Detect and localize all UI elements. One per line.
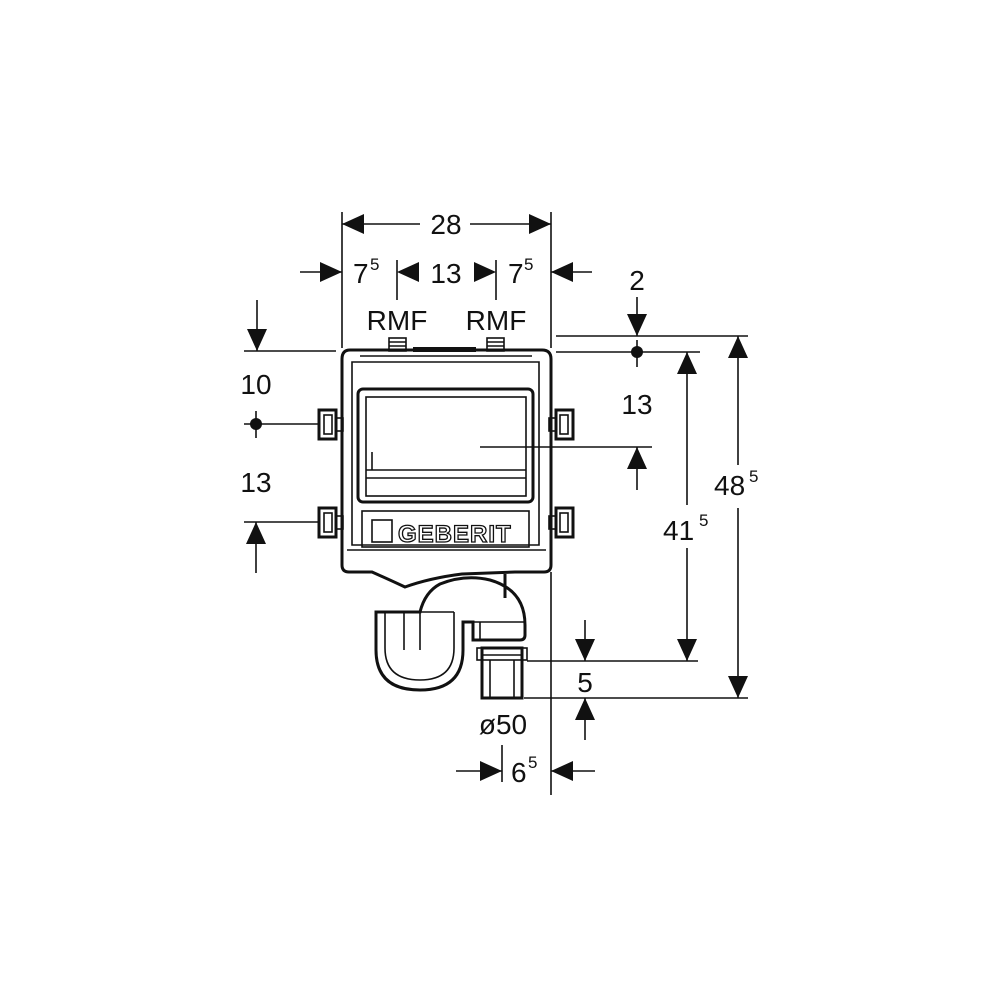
label-top-offset: 2 bbox=[629, 265, 645, 296]
fixing-bracket-right-bottom bbox=[548, 506, 575, 539]
dim-right-top: 2 13 bbox=[480, 265, 748, 490]
label-overall-width: 28 bbox=[430, 209, 461, 240]
label-inner-height-sup: 5 bbox=[699, 511, 708, 530]
dim-outlet-offset: 6 5 bbox=[456, 745, 595, 788]
label-connector-spacing: 13 bbox=[430, 258, 461, 289]
dim-inner-height: 41 5 bbox=[663, 352, 708, 661]
label-connector-right: RMF bbox=[466, 305, 527, 336]
label-outlet-diameter: ø50 bbox=[479, 709, 527, 740]
label-right-fixing: 13 bbox=[621, 389, 652, 420]
fixing-point-right bbox=[631, 346, 643, 358]
label-outlet-drop: 5 bbox=[577, 667, 593, 698]
label-outlet-offset-sup: 5 bbox=[528, 753, 537, 772]
dim-overall-width: 28 bbox=[342, 209, 551, 240]
dim-left-fixing: 10 13 bbox=[240, 300, 336, 573]
connector-left bbox=[388, 337, 407, 352]
fixing-bracket-left-top bbox=[317, 408, 344, 441]
label-fixing-top: 10 bbox=[240, 369, 271, 400]
dim-outlet-drop: 5 ø50 bbox=[479, 620, 748, 740]
flush-opening bbox=[356, 387, 535, 504]
dim-connector-row: 7 5 13 7 5 RMF RMF bbox=[300, 255, 592, 336]
outlet-pipe bbox=[476, 646, 528, 700]
dim-overall-height: 48 5 bbox=[714, 336, 758, 698]
label-connector-left: RMF bbox=[367, 305, 428, 336]
brand-text: GEBERIT bbox=[398, 521, 512, 548]
label-inner-height: 41 bbox=[663, 515, 694, 546]
label-left-offset: 7 bbox=[353, 258, 369, 289]
fixing-point-left bbox=[250, 418, 262, 430]
top-cover-bar bbox=[413, 347, 476, 352]
label-outlet-offset: 6 bbox=[511, 757, 527, 788]
fixing-bracket-left-bottom bbox=[317, 506, 344, 539]
cistern-housing: GEBERIT bbox=[317, 337, 575, 589]
connector-right bbox=[486, 337, 505, 352]
label-fixing-spacing: 13 bbox=[240, 467, 271, 498]
siphon-trap bbox=[374, 574, 528, 700]
fixing-bracket-right-top bbox=[548, 408, 575, 441]
geberit-logo: GEBERIT bbox=[361, 510, 530, 549]
label-overall-height: 48 bbox=[714, 470, 745, 501]
label-right-offset-sup: 5 bbox=[524, 255, 533, 274]
label-left-offset-sup: 5 bbox=[370, 255, 379, 274]
label-overall-height-sup: 5 bbox=[749, 467, 758, 486]
label-right-offset: 7 bbox=[508, 258, 524, 289]
